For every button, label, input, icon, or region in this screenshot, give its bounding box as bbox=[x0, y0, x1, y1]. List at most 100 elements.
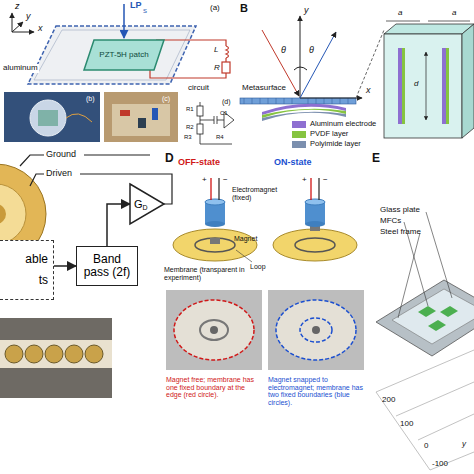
leader-line bbox=[426, 212, 452, 298]
membrane-on bbox=[318, 178, 319, 200]
signal-arrow bbox=[107, 204, 130, 246]
membrane-photo bbox=[300, 318, 332, 342]
membrane-off bbox=[210, 238, 220, 244]
membrane-photo bbox=[174, 300, 254, 360]
photo-plate bbox=[4, 92, 100, 142]
membrane-on bbox=[273, 178, 357, 261]
annotation-label: x bbox=[366, 86, 371, 96]
leader-line bbox=[236, 250, 252, 262]
annotation-label: Electromagnet (fixed) bbox=[232, 186, 292, 201]
membrane-off bbox=[205, 221, 225, 227]
annotation-label: (c) bbox=[162, 95, 170, 103]
axis-grid bbox=[376, 392, 430, 470]
panel-label: B bbox=[240, 2, 248, 14]
membrane-off bbox=[205, 199, 225, 205]
tick-label: 0 bbox=[424, 442, 428, 451]
photo-plate bbox=[30, 100, 66, 136]
annotation-label: a bbox=[452, 9, 456, 18]
node-text: G bbox=[134, 198, 143, 210]
circuit-schematic bbox=[197, 124, 203, 134]
tick-label: 200 bbox=[382, 396, 395, 405]
piezo-patch: PZT-5H patch bbox=[84, 40, 164, 70]
annotation-label: (b) bbox=[86, 95, 95, 103]
axis-triad bbox=[12, 22, 23, 32]
unit-cell-block bbox=[398, 48, 402, 124]
annotation-label: d bbox=[414, 80, 418, 89]
annotation-label: Steel frame bbox=[380, 228, 421, 237]
pipe-photo bbox=[25, 345, 43, 363]
legend-text: Aluminum electrode bbox=[310, 120, 376, 128]
annotation-label: θ bbox=[281, 46, 286, 56]
membrane-off bbox=[218, 178, 219, 200]
annotation-label: C1 bbox=[220, 110, 228, 117]
annotation-label: y bbox=[462, 440, 466, 449]
node-text: ts bbox=[39, 274, 48, 287]
unit-cell-block bbox=[402, 48, 405, 124]
unit-cell-block bbox=[384, 24, 474, 34]
node-text: able bbox=[25, 253, 48, 266]
amplifier-triangle: GD bbox=[130, 184, 164, 224]
annotation-label: Magnet bbox=[234, 235, 257, 243]
drive-wire bbox=[84, 154, 150, 155]
pipe-photo bbox=[5, 345, 23, 363]
annotation-label: aluminum bbox=[2, 64, 39, 73]
drive-wire bbox=[20, 155, 44, 166]
membrane-off bbox=[195, 238, 235, 252]
axis-grid bbox=[376, 350, 474, 470]
pipe-photo bbox=[0, 318, 112, 398]
plate-frame-model bbox=[440, 306, 458, 317]
photo-circuit-board bbox=[120, 110, 130, 116]
photo-plate bbox=[66, 114, 92, 122]
unit-cell-block bbox=[428, 21, 470, 22]
panel-label: E bbox=[372, 152, 380, 165]
load-arrow bbox=[123, 4, 125, 38]
photo-caption: Magnet free; membrane has one fixed boun… bbox=[166, 376, 262, 399]
layered-beam bbox=[262, 104, 346, 121]
axis-grid bbox=[418, 414, 474, 440]
annotation-label: R1 bbox=[186, 106, 194, 113]
annotation-label: a bbox=[398, 9, 402, 18]
membrane-off bbox=[210, 178, 211, 200]
pipe-photo bbox=[85, 345, 103, 363]
node-text: PZT-5H patch bbox=[99, 51, 148, 60]
axis-grid bbox=[396, 382, 474, 416]
pipe-photo bbox=[45, 345, 63, 363]
signal-arrow bbox=[54, 265, 76, 267]
photo-plate bbox=[38, 110, 58, 126]
annotation-label: OFF-state bbox=[178, 158, 220, 168]
wave-rays bbox=[300, 32, 336, 98]
annotation-label: MFCs bbox=[380, 217, 401, 226]
drive-wire bbox=[30, 174, 44, 186]
axis-grid bbox=[430, 452, 474, 470]
annotation-label: Membrane (transparent in experiment) bbox=[164, 266, 246, 281]
legend-entry: PVDF layer bbox=[292, 130, 348, 138]
membrane-photo bbox=[312, 326, 320, 334]
shape-fill bbox=[130, 184, 164, 224]
photo-circuit-board bbox=[104, 92, 178, 142]
panel-label: (a) bbox=[210, 4, 220, 13]
annotation-label: R3 bbox=[184, 134, 192, 141]
photo-circuit-board bbox=[112, 104, 170, 136]
annotation-label: ON-state bbox=[274, 158, 312, 168]
transducer-disk bbox=[0, 204, 6, 224]
plate-frame-model bbox=[392, 289, 474, 344]
filter-box: Band pass (2f) bbox=[76, 246, 138, 286]
photo-caption: Magnet snapped to electromagnet; membran… bbox=[268, 376, 365, 407]
annotation-label: R4 bbox=[216, 134, 224, 141]
photo-circuit-board bbox=[104, 92, 178, 142]
membrane-on bbox=[305, 199, 325, 205]
pipe-photo bbox=[0, 340, 112, 368]
membrane-photo bbox=[268, 290, 364, 370]
annotation-label: θ bbox=[309, 46, 314, 56]
circuit-schematic bbox=[200, 120, 214, 121]
leader-line bbox=[398, 233, 420, 318]
photo-circuit-board bbox=[138, 118, 146, 128]
annotation-label: L bbox=[214, 46, 218, 55]
plate-figure bbox=[34, 30, 190, 80]
legend-text: PVDF layer bbox=[310, 130, 348, 138]
metasurface-strip bbox=[240, 98, 356, 104]
plate-frame-model bbox=[376, 280, 474, 356]
annotation-label: Driven bbox=[46, 169, 72, 179]
axis-triad bbox=[12, 13, 13, 32]
dashed-block: able ts bbox=[0, 240, 54, 300]
